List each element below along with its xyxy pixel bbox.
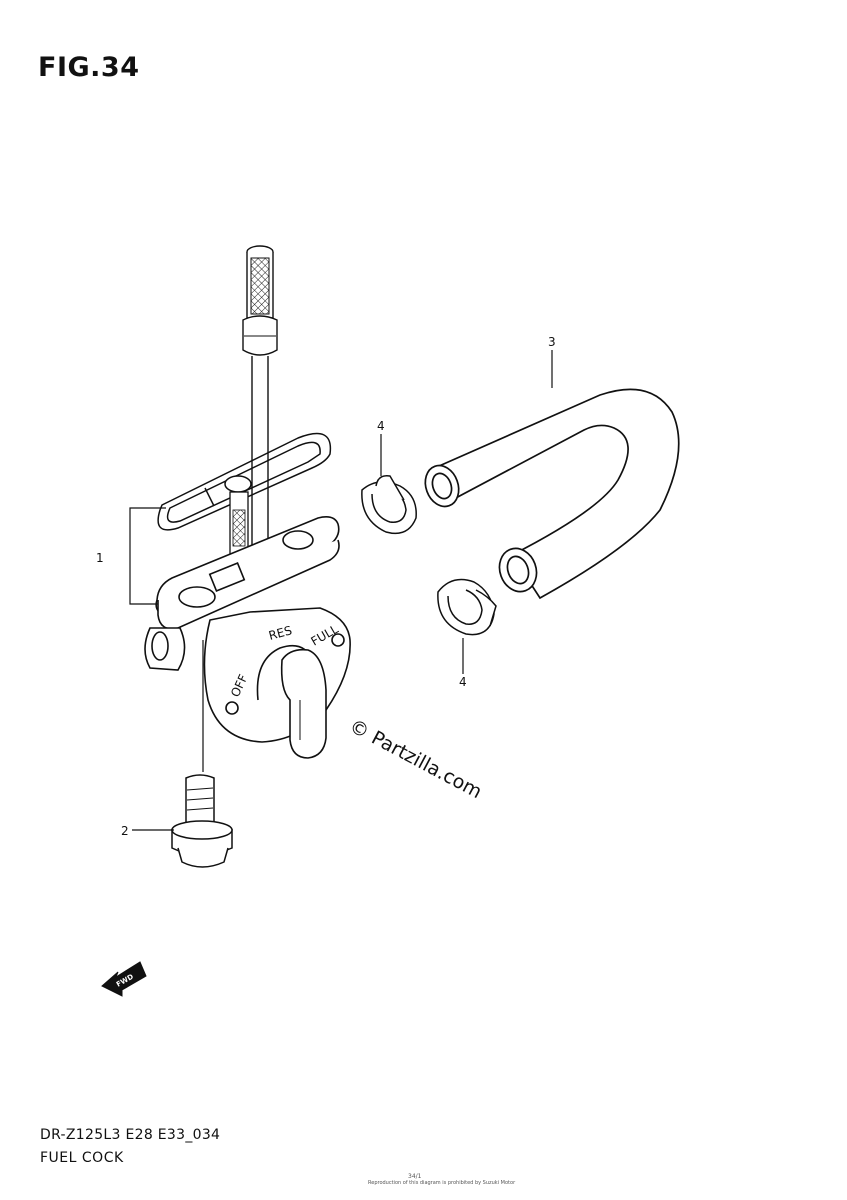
watermark-text: © Partzilla.com — [346, 715, 486, 803]
model-code: DR-Z125L3 E28 E33_034 — [40, 1127, 221, 1143]
gasket-seal — [157, 432, 332, 531]
copyright-line: Reproduction of this diagram is prohibit… — [368, 1180, 516, 1186]
page-number: 34/1 — [408, 1173, 422, 1180]
figure-title: FIG.34 — [38, 52, 140, 83]
hose-clamp-upper — [361, 474, 417, 535]
hose-clamp-lower — [437, 578, 497, 636]
callout-4-lower: 4 — [459, 675, 467, 689]
callout-4-upper: 4 — [377, 419, 385, 433]
leader-lines — [129, 350, 553, 831]
callout-1: 1 — [96, 551, 104, 565]
fuel-strainer — [242, 245, 278, 580]
callout-3: 3 — [548, 335, 556, 349]
fuel-cock-body — [144, 516, 351, 759]
section-name: FUEL COCK — [40, 1150, 124, 1166]
fuel-hose — [424, 388, 680, 600]
bolt — [171, 774, 233, 868]
forward-arrow-icon: FWD — [101, 961, 147, 997]
callout-2: 2 — [121, 824, 129, 838]
valve-label-res: RES — [267, 623, 293, 643]
